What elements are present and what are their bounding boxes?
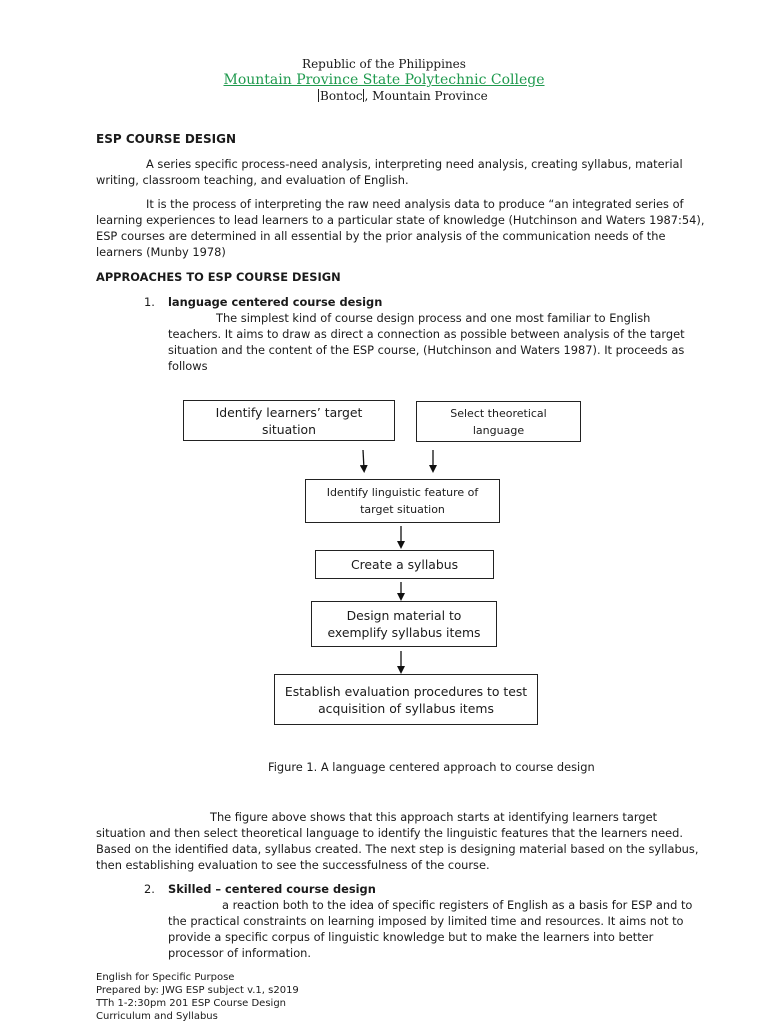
flow-box-text: language: [472, 423, 525, 437]
item2-number: 2.: [144, 882, 155, 896]
page-title: ESP COURSE DESIGN: [96, 132, 236, 146]
figure-caption: Figure 1. A language centered approach t…: [268, 760, 595, 774]
flow-box-create-syllabus: Create a syllabus: [315, 550, 494, 579]
flow-box-design-material: Design material to exemplify syllabus ite…: [311, 601, 497, 647]
header-location-b: , Mountain Province: [364, 89, 488, 103]
item1-line: situation and the content of the ESP cou…: [168, 343, 685, 357]
flow-box-text: Design material to: [346, 608, 462, 623]
item2-line: processor of information.: [168, 946, 312, 960]
item1-title: language centered course design: [168, 295, 383, 309]
explanation-line: situation and then select theoretical la…: [96, 826, 684, 840]
text-cursor: [362, 89, 364, 102]
header-college-link[interactable]: Mountain Province State Polytechnic Coll…: [223, 72, 545, 88]
item2-line: the practical constraints on learning im…: [168, 914, 684, 928]
approaches-heading: APPROACHES TO ESP COURSE DESIGN: [96, 270, 341, 284]
intro-para2-line: It is the process of interpreting the ra…: [146, 197, 684, 211]
flow-box-text: target situation: [360, 503, 445, 516]
flow-box-text: Select theoretical: [450, 406, 547, 420]
item1-number: 1.: [144, 295, 155, 309]
intro-para2-line: learners (Munby 1978): [96, 245, 226, 259]
flow-box-text: acquisition of syllabus items: [318, 700, 494, 716]
item1-line: The simplest kind of course design proce…: [216, 311, 651, 325]
explanation-line: then establishing evaluation to see the …: [96, 858, 490, 872]
flow-box-text: exemplify syllabus items: [327, 625, 481, 640]
intro-para2-line: ESP courses are determined in all essent…: [96, 229, 666, 243]
text-cursor: [318, 89, 319, 102]
explanation-line: Based on the identified data, syllabus c…: [96, 842, 699, 856]
arrow-down: [359, 449, 368, 473]
footer-line: TTh 1-2:30pm 201 ESP Course Design: [96, 998, 287, 1009]
footer-line: Prepared by: JWG ESP subject v.1, s2019: [96, 985, 299, 996]
flow-box-text: Identify learners’ target: [215, 404, 363, 420]
flow-box-theoretical-language: Select theoretical language: [416, 401, 581, 442]
item2-line: provide a specific corpus of linguistic …: [168, 930, 654, 944]
flow-box-text: Identify linguistic feature of: [326, 486, 479, 499]
footer-line: Curriculum and Syllabus: [96, 1011, 218, 1022]
intro-para1-line: writing, classroom teaching, and evaluat…: [96, 173, 409, 187]
header-location: Bontoc, Mountain Province: [318, 89, 488, 103]
header-location-a: Bontoc: [320, 89, 363, 103]
flow-box-text: Establish evaluation procedures to test: [284, 683, 528, 699]
intro-para1-line: A series specific process-need analysis,…: [146, 157, 683, 171]
item2-line: a reaction both to the idea of specific …: [222, 898, 693, 912]
flow-box-linguistic-feature: Identify linguistic feature of target sit…: [305, 479, 500, 523]
intro-para2-line: learning experiences to lead learners to…: [96, 213, 705, 227]
item2-title: Skilled – centered course design: [168, 882, 376, 896]
item1-line: follows: [168, 359, 208, 373]
flow-box-text: Create a syllabus: [350, 557, 459, 572]
header-republic: Republic of the Philippines: [302, 57, 466, 71]
footer-line: English for Specific Purpose: [96, 972, 235, 983]
flow-box-text: situation: [262, 421, 316, 437]
item1-line: teachers. It aims to draw as direct a co…: [168, 327, 685, 341]
explanation-line: The figure above shows that this approac…: [210, 810, 658, 824]
